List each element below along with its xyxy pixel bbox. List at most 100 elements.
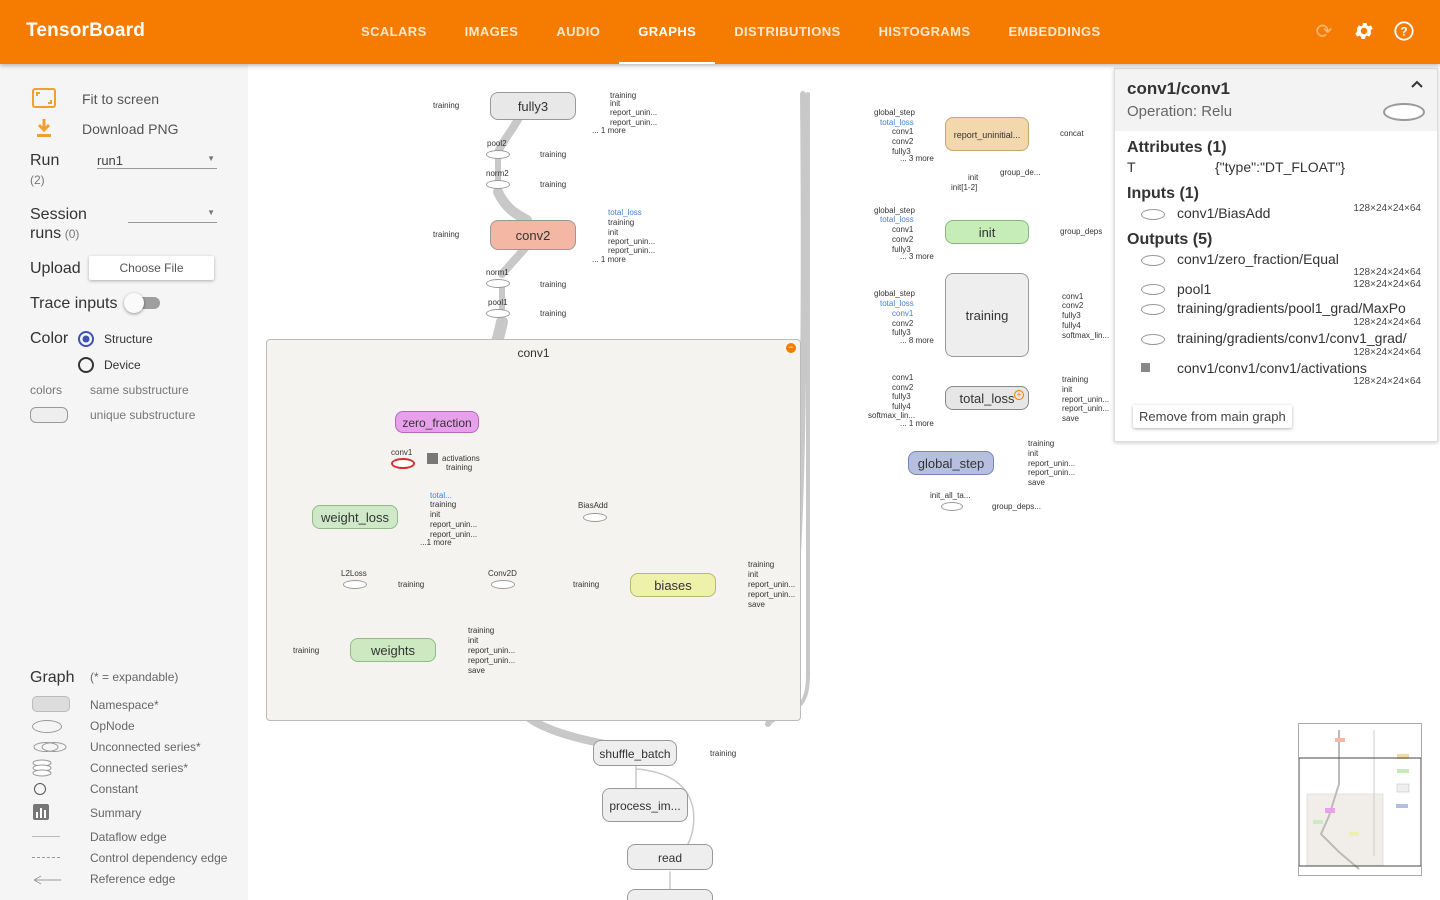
tab-graphs[interactable]: GRAPHS <box>619 0 716 64</box>
weight-loss-total-label: total... <box>430 491 452 500</box>
training-node[interactable]: training <box>945 273 1029 357</box>
norm1-op-node[interactable] <box>486 279 510 288</box>
session-runs-label: runs (0) <box>30 225 80 242</box>
pool1-training-label: training <box>540 309 567 318</box>
biases-node[interactable]: biases <box>630 573 716 597</box>
aux2-more-label: ... 3 more <box>900 252 934 261</box>
activations-training-label: training <box>446 463 473 472</box>
total-loss-save-label: save <box>1062 414 1079 423</box>
fit-to-screen-button[interactable]: Fit to screen <box>82 91 160 107</box>
structure-radio[interactable] <box>78 331 94 350</box>
l2loss-op-node[interactable] <box>343 580 367 589</box>
chevron-up-icon[interactable] <box>1411 77 1423 91</box>
output-dims-4: 128×24×24×64 <box>1353 347 1421 358</box>
norm2-op-node[interactable] <box>486 180 510 189</box>
process-image-node[interactable]: process_im... <box>602 788 688 822</box>
conv2-node[interactable]: conv2 <box>490 220 576 250</box>
conv1-namespace[interactable]: conv1 − <box>266 339 801 721</box>
norm2-training-label: training <box>540 180 567 189</box>
conv2-report-label-2: report_unin... <box>608 246 656 255</box>
weight-loss-init-label: init <box>430 510 441 519</box>
input-producer-node[interactable] <box>627 889 713 900</box>
training-out-conv2: conv2 <box>1062 301 1084 310</box>
reference-edge-icon <box>32 873 62 888</box>
total-loss-node[interactable]: total_loss + <box>945 386 1029 410</box>
aux2-total-loss-label: total_loss <box>880 215 914 224</box>
shuffle-batch-node[interactable]: shuffle_batch <box>593 740 677 766</box>
global-step-node[interactable]: global_step <box>908 451 994 475</box>
weights-node[interactable]: weights <box>350 638 436 662</box>
output-pool1-grad[interactable]: training/gradients/pool1_grad/MaxPo <box>1177 300 1406 316</box>
report-uninitialized-node[interactable]: report_uninitial... <box>945 117 1029 151</box>
color-label: Color <box>30 330 69 347</box>
trace-inputs-label: Trace inputs <box>30 295 118 312</box>
biases-save-label: save <box>748 600 765 609</box>
download-png-button[interactable]: Download PNG <box>82 121 179 137</box>
conv2-report-label: report_unin... <box>608 237 656 246</box>
conv2d-op-node[interactable] <box>491 580 515 589</box>
weight-loss-report-label-2: report_unin... <box>430 530 478 539</box>
weight-loss-more-label: ...1 more <box>420 538 452 547</box>
fully3-node[interactable]: fully3 <box>490 92 576 120</box>
fully3-report-label-2: report_unin... <box>610 118 658 127</box>
aux2-global-step-label: global_step <box>874 206 915 215</box>
expand-icon[interactable]: + <box>1014 390 1024 400</box>
output-zero-fraction-equal[interactable]: conv1/zero_fraction/Equal <box>1177 251 1339 267</box>
group-de-label: group_de... <box>1000 168 1041 177</box>
total-loss-report-label: report_unin... <box>1062 395 1110 404</box>
fit-screen-icon[interactable] <box>32 88 56 111</box>
collapse-icon[interactable]: − <box>786 343 796 353</box>
help-icon[interactable]: ? <box>1392 20 1416 44</box>
init-all-tables-op-node[interactable] <box>941 502 963 511</box>
total-loss-init-label: init <box>1062 385 1073 394</box>
init-range-label: init[1-2] <box>951 183 978 192</box>
input-conv1-biasadd[interactable]: conv1/BiasAdd <box>1177 205 1271 221</box>
run-select[interactable]: run1 ▼ <box>97 153 217 169</box>
tab-histograms[interactable]: HISTOGRAMS <box>878 24 971 39</box>
aux4-more-label: ... 1 more <box>900 419 934 428</box>
read-node[interactable]: read <box>627 844 713 870</box>
choose-file-button[interactable]: Choose File <box>89 256 214 280</box>
output-conv1-grad[interactable]: training/gradients/conv1/conv1_grad/ <box>1177 330 1407 346</box>
total-loss-report-label-2: report_unin... <box>1062 404 1110 413</box>
tab-images[interactable]: IMAGES <box>464 24 519 39</box>
namespace-icon <box>32 696 70 712</box>
session-select[interactable]: ▼ <box>128 207 217 223</box>
unique-substructure-label: unique substructure <box>90 408 196 422</box>
norm1-training-label: training <box>540 280 567 289</box>
conv2-training-label: training <box>608 218 635 227</box>
weight-loss-node[interactable]: weight_loss <box>312 505 398 529</box>
pool2-op-node[interactable] <box>486 150 510 159</box>
zero-fraction-node[interactable]: zero_fraction <box>395 411 479 433</box>
conv1-relu-node-selected[interactable] <box>391 458 415 469</box>
input-dims: 128×24×24×64 <box>1353 203 1421 214</box>
init-node[interactable]: init <box>945 220 1029 244</box>
output-activations[interactable]: conv1/conv1/conv1/activations <box>1177 360 1367 376</box>
run-label: Run <box>30 152 60 169</box>
device-radio[interactable] <box>78 357 94 376</box>
aux2-conv2-label: conv2 <box>892 235 914 244</box>
tab-distributions[interactable]: DISTRIBUTIONS <box>734 24 841 39</box>
graph-minimap[interactable] <box>1298 723 1422 876</box>
biasadd-op-node[interactable] <box>583 513 607 522</box>
output-pool1[interactable]: pool1 <box>1177 281 1212 297</box>
weight-loss-report-label: report_unin... <box>430 520 478 529</box>
attr-key: T <box>1127 159 1136 175</box>
settings-gear-icon[interactable] <box>1352 20 1376 44</box>
tab-scalars[interactable]: SCALARS <box>361 24 427 39</box>
tab-audio[interactable]: AUDIO <box>556 24 601 39</box>
upload-label: Upload <box>30 260 81 277</box>
summary-icon[interactable] <box>427 453 438 464</box>
remove-from-main-graph-button[interactable]: Remove from main graph <box>1133 405 1292 428</box>
refresh-icon[interactable]: ⟳ <box>1315 21 1333 43</box>
weights-input-label: training <box>293 646 320 655</box>
legend-connected-series: Connected series* <box>90 761 189 775</box>
download-icon[interactable] <box>34 118 54 141</box>
pool1-op-node[interactable] <box>486 309 510 318</box>
opnode-shape-icon <box>1383 103 1425 121</box>
tab-embeddings[interactable]: EMBEDDINGS <box>1008 24 1101 39</box>
aux3-conv2-label: conv2 <box>892 319 914 328</box>
aux2-conv1-label: conv1 <box>892 225 914 234</box>
trace-inputs-toggle[interactable] <box>124 293 160 313</box>
node-title: conv1/conv1 <box>1127 79 1230 98</box>
